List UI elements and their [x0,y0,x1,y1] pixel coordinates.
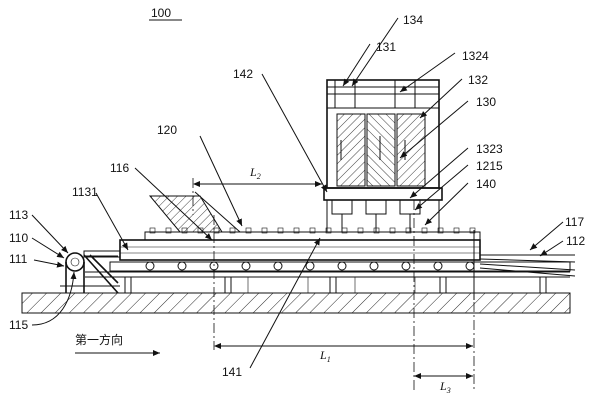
roller-wheel [337,261,347,271]
direction-text: 第一方向 [75,332,123,347]
processing-tower [323,79,443,232]
part-labels: 134 131 1324 142 132 130 120 1323 116 12… [9,13,585,379]
roller-bump [245,227,252,234]
roller-bump [277,227,284,234]
label-142: 142 [233,67,253,81]
label-117: 117 [565,215,584,229]
label-116: 116 [110,161,129,175]
roller-bump [149,227,156,234]
dimension-lines [192,178,475,390]
dim-l1: L1 [319,348,331,364]
roller-bump [325,227,332,234]
label-1323: 1323 [476,142,503,156]
chute [148,191,241,233]
roller-bump [165,227,172,234]
roller-wheel [465,261,475,271]
roller-wheel [177,261,187,271]
roller-wheel [369,261,379,271]
roller-bump [389,227,396,234]
conveyor-frame [85,231,571,294]
label-130: 130 [476,95,496,109]
roller-wheel [145,261,155,271]
dimension-labels: L2 L1 L3 [249,165,451,395]
label-140: 140 [476,177,496,191]
roller-bump [453,227,460,234]
label-113: 113 [9,208,28,222]
roller-bump [261,227,268,234]
feed-rail [479,254,576,277]
label-120: 120 [157,123,177,137]
dim-l3: L3 [439,379,451,395]
roller-wheel [401,261,411,271]
label-1215: 1215 [476,159,503,173]
label-134: 134 [403,13,423,27]
dim-l2: L2 [249,165,261,181]
ground [21,292,571,314]
roller-bump [229,227,236,234]
leader-lines [31,17,564,369]
roller-bump [293,227,300,234]
roller-bump [437,227,444,234]
label-131: 131 [376,40,396,54]
roller-bump [405,227,412,234]
label-110: 110 [9,231,28,245]
roller-wheel [433,261,443,271]
roller-wheels [145,261,475,271]
roller-wheel [305,261,315,271]
roller-bump [469,227,476,234]
label-1131: 1131 [72,185,98,199]
label-115: 115 [9,318,28,332]
figure-number: 100 [149,6,182,21]
label-111: 111 [9,252,28,266]
label-141: 141 [222,365,242,379]
svg-text:100: 100 [151,6,171,20]
roller-bump [309,227,316,234]
roller-bump [357,227,364,234]
roller-bump [421,227,428,234]
roller-wheel [241,261,251,271]
roller-wheel [273,261,283,271]
label-112: 112 [566,234,585,248]
label-132: 132 [468,73,488,87]
label-1324: 1324 [462,49,489,63]
